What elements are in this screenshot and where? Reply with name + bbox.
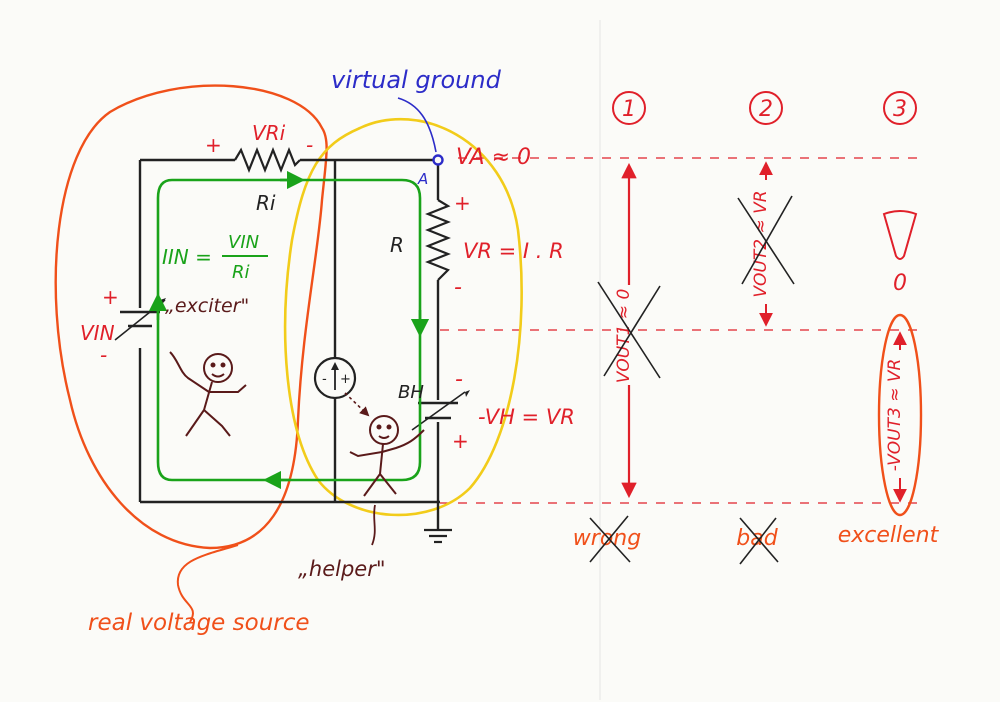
r-label: R: [390, 233, 404, 257]
bh-plus: +: [452, 429, 469, 453]
real-source-leader: [176, 544, 239, 623]
va-label: VA ≈ 0: [456, 145, 531, 170]
case-2-circle: [749, 91, 783, 125]
exciter-figure: [169, 351, 247, 437]
vin-minus: -: [100, 343, 107, 367]
vh-equation: -VH = VR: [478, 405, 575, 429]
node-a-label: A: [417, 170, 428, 188]
virtual-ground-pointer: [397, 97, 437, 153]
vin-plus: +: [102, 285, 119, 309]
case-3-verdict: excellent: [838, 523, 940, 548]
node-a-dot: [432, 154, 444, 166]
vin-label: VIN: [80, 321, 115, 345]
case-1-measure: VOUT1 ≈ 0: [614, 289, 634, 384]
ri-resistor: [234, 147, 301, 173]
vri-label: VRi: [252, 121, 286, 145]
iin-lhs: IIN =: [162, 245, 212, 269]
case-2-measure: VOUT2 ≈ VR: [751, 190, 771, 297]
helper-label: „helper": [298, 557, 386, 581]
helper-figure: [349, 415, 425, 497]
case-3-number: 3: [893, 97, 907, 122]
case-1-number: 1: [622, 97, 636, 122]
case-3-highlight: [877, 313, 923, 517]
dashed-reference-lines: [440, 157, 922, 504]
vri-plus: +: [205, 133, 222, 157]
virtual-ground-label: virtual ground: [331, 66, 502, 94]
bh-label: BH: [398, 382, 424, 403]
case-1-circle: [612, 91, 646, 125]
helper-link-arrow: [344, 392, 370, 417]
case-2-number: 2: [759, 97, 773, 122]
helper-source-plus: +: [340, 372, 351, 387]
r-resistor: [425, 199, 451, 281]
iin-numerator: VIN: [228, 232, 259, 253]
case-1: 1 VOUT1 ≈ 0 wrong: [573, 91, 661, 563]
case-3-measure: -VOUT3 ≈ VR: [885, 359, 905, 472]
helper-leader: [371, 504, 376, 546]
r-plus: +: [454, 191, 471, 215]
exciter-label: „exciter": [165, 295, 249, 317]
case-3: 3 0 -VOUT3 ≈ VR excellent: [838, 91, 940, 548]
helper-source-minus: -: [322, 372, 327, 387]
iin-denominator: Ri: [232, 262, 250, 283]
current-loop: [156, 178, 422, 482]
ground-symbol: [424, 528, 452, 544]
case-3-probe-value: 0: [893, 271, 907, 296]
real-source-outline: [54, 84, 328, 550]
case-2: 2 VOUT2 ≈ VR bad: [736, 91, 795, 565]
helper-source: - +: [313, 356, 357, 400]
vr-equation: VR = I . R: [463, 239, 564, 263]
r-minus: -: [454, 275, 462, 300]
circuit-wires: [138, 158, 440, 530]
real-source-label: real voltage source: [88, 610, 310, 636]
vri-minus: -: [306, 133, 313, 157]
case-1-verdict: wrong: [573, 526, 641, 551]
bh-minus: -: [455, 367, 463, 392]
case-3-probe-icon: [882, 210, 918, 260]
helper-outline: [283, 118, 523, 517]
case-3-circle: [883, 91, 917, 125]
ri-label: Ri: [256, 191, 276, 215]
